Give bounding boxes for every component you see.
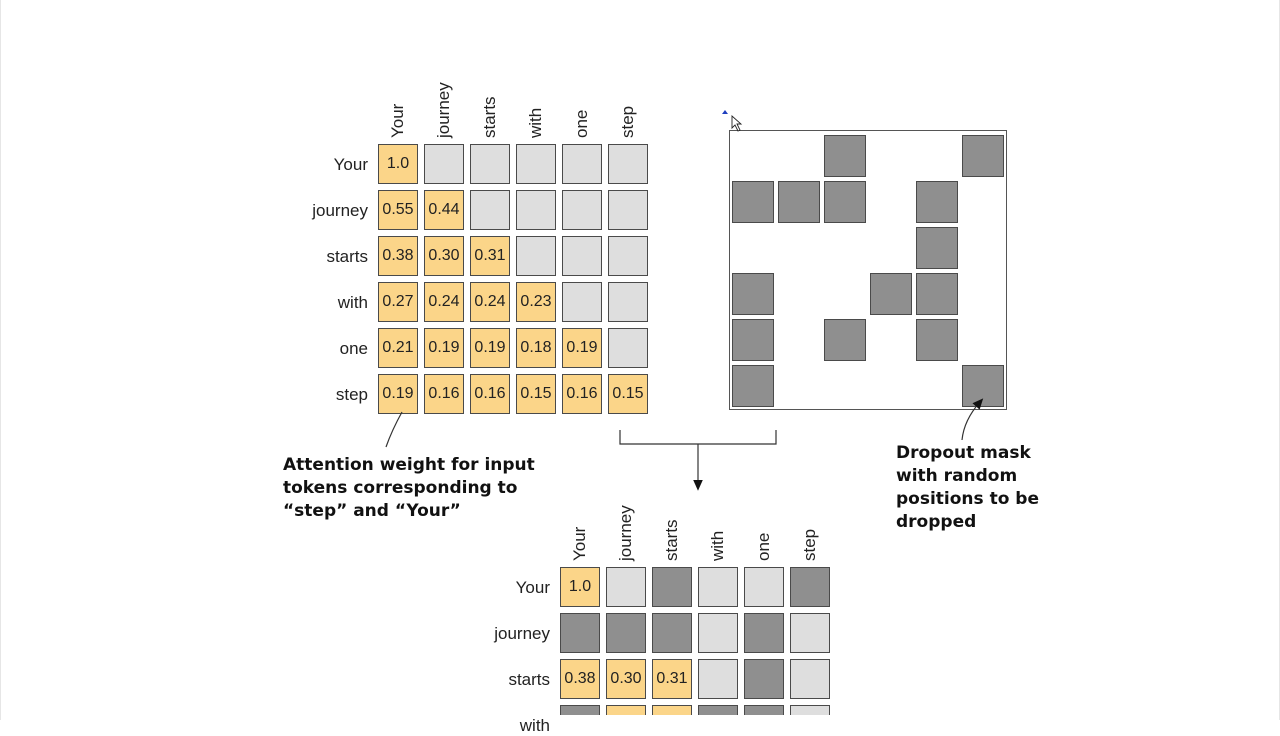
dropped-position xyxy=(962,135,1004,177)
row-label-journey: journey xyxy=(494,624,550,643)
dropped-position xyxy=(824,319,866,361)
dropped-position xyxy=(778,181,820,223)
dropout-callout-line xyxy=(961,398,984,441)
matrix-cell: 0.19 xyxy=(378,374,418,414)
matrix-cell xyxy=(606,613,646,653)
matrix-cell xyxy=(470,144,510,184)
matrix-cell xyxy=(698,567,738,607)
matrix-cell xyxy=(744,705,784,715)
matrix-cell xyxy=(744,613,784,653)
matrix-cell xyxy=(562,144,602,184)
row-label-with: with xyxy=(337,293,368,312)
matrix-cell: 0.31 xyxy=(652,659,692,699)
matrix-cell: 0.31 xyxy=(470,236,510,276)
matrix-cell xyxy=(698,705,738,715)
matrix-cell: 0.24 xyxy=(470,282,510,322)
matrix-cell xyxy=(744,659,784,699)
matrix-cell xyxy=(516,144,556,184)
matrix-cell: 0.19 xyxy=(424,328,464,368)
matrix-cell xyxy=(470,190,510,230)
row-label-starts: starts xyxy=(508,670,550,689)
dropped-position xyxy=(732,319,774,361)
matrix-cell: 1.0 xyxy=(560,567,600,607)
matrix-cell xyxy=(790,567,830,607)
row-label-Your: Your xyxy=(515,578,550,597)
row-label-journey: journey xyxy=(312,201,368,220)
row-label-Your: Your xyxy=(333,155,368,174)
dropped-position xyxy=(916,273,958,315)
matrix-cell xyxy=(606,567,646,607)
matrix-cell xyxy=(424,144,464,184)
dropped-position xyxy=(824,135,866,177)
dropped-position xyxy=(870,273,912,315)
matrix-cell: 0.30 xyxy=(424,236,464,276)
dropped-position xyxy=(916,227,958,269)
matrix-cell: 0.38 xyxy=(560,659,600,699)
matrix-cell xyxy=(652,567,692,607)
matrix-cell xyxy=(608,282,648,322)
page-edge-left xyxy=(0,0,1,720)
matrix-cell xyxy=(562,282,602,322)
matrix-cell: 0.15 xyxy=(608,374,648,414)
matrix-cell xyxy=(516,190,556,230)
matrix-cell: 0.44 xyxy=(424,190,464,230)
matrix-cell: 0.16 xyxy=(562,374,602,414)
matrix-cell xyxy=(608,190,648,230)
matrix-cell xyxy=(560,705,600,715)
matrix-cell xyxy=(652,705,692,715)
matrix-cell: 0.19 xyxy=(562,328,602,368)
matrix-cell: 0.23 xyxy=(516,282,556,322)
matrix-cell: 0.27 xyxy=(378,282,418,322)
matrix-cell xyxy=(790,705,830,715)
matrix-cell: 0.55 xyxy=(378,190,418,230)
row-label-one: one xyxy=(339,339,368,358)
dropped-position xyxy=(732,181,774,223)
dropped-position xyxy=(916,181,958,223)
matrix-cell xyxy=(562,190,602,230)
matrix-cell: 1.0 xyxy=(378,144,418,184)
matrix-cell xyxy=(608,328,648,368)
matrix-cell xyxy=(606,705,646,715)
matrix-cell: 0.15 xyxy=(516,374,556,414)
dropped-position xyxy=(732,273,774,315)
matrix-cell: 0.38 xyxy=(378,236,418,276)
dropout-mask-annotation: Dropout mask with random positions to be… xyxy=(896,443,1039,532)
attention-callout-line xyxy=(385,411,403,448)
matrix-cell: 0.16 xyxy=(424,374,464,414)
dropped-position xyxy=(916,319,958,361)
matrix-cell xyxy=(562,236,602,276)
matrix-cell: 0.21 xyxy=(378,328,418,368)
matrix-cell xyxy=(698,613,738,653)
dropout-mask xyxy=(729,130,1007,410)
matrix-cell xyxy=(516,236,556,276)
matrix-cell: 0.18 xyxy=(516,328,556,368)
dropped-position xyxy=(732,365,774,407)
matrix-cell xyxy=(698,659,738,699)
matrix-cell: 0.19 xyxy=(470,328,510,368)
merge-bracket xyxy=(619,430,777,445)
matrix-cell: 0.16 xyxy=(470,374,510,414)
matrix-cell xyxy=(790,613,830,653)
matrix-cell xyxy=(652,613,692,653)
matrix-cell xyxy=(608,144,648,184)
connector-arrows xyxy=(385,110,984,491)
dropped-position xyxy=(824,181,866,223)
cursor-icon xyxy=(722,110,743,132)
row-label-starts: starts xyxy=(326,247,368,266)
attention-weight-annotation: Attention weight for input tokens corres… xyxy=(283,455,535,521)
matrix-cell xyxy=(744,567,784,607)
matrix-cell xyxy=(608,236,648,276)
matrix-cell: 0.24 xyxy=(424,282,464,322)
row-label-step: step xyxy=(335,385,368,404)
matrix-cell: 0.30 xyxy=(606,659,646,699)
matrix-cell xyxy=(560,613,600,653)
matrix-cell xyxy=(790,659,830,699)
